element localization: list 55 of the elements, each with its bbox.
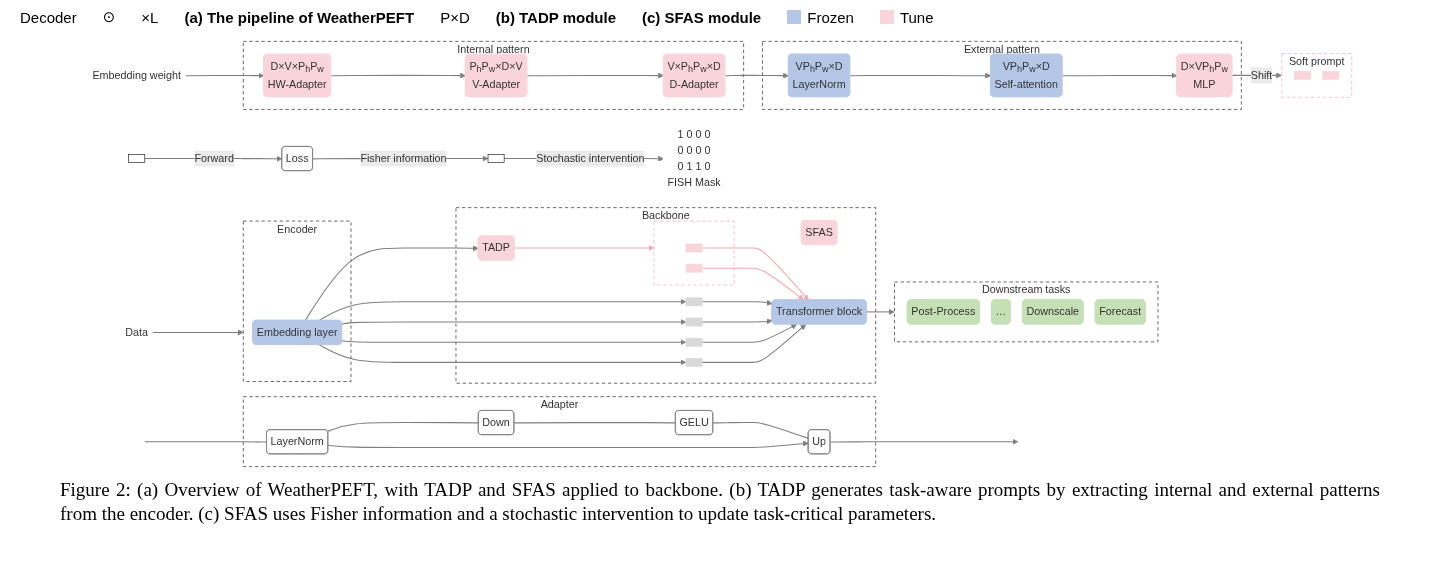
- arrow: [526, 72, 664, 79]
- node-box: [685, 297, 703, 307]
- annotation-text: P×D: [440, 8, 470, 26]
- node-text: 1 0 0 0 0 0 0 0 0 1 1 0 FISH Mask: [667, 128, 721, 189]
- arrow: [513, 245, 655, 251]
- annotation-text: ×L: [141, 8, 159, 26]
- arrow: [701, 324, 807, 363]
- edge-label: Stochastic intervention: [536, 152, 645, 164]
- arrow: [849, 72, 992, 79]
- arrow: [184, 72, 265, 79]
- figure-caption: Figure 2: (a) Overview of WeatherPEFT, with TADP and SFAS applied to backbone. (b) TADP generates task-aware prompts by extracting internal and external patterns from the encoder. (c) SFAS uses Fisher information and a stochastic intervention to update task-critical parameters.: [59, 478, 1381, 526]
- arrow: [701, 247, 809, 301]
- connector: [513, 422, 677, 424]
- panel-caption: (c) SFAS module: [642, 8, 762, 26]
- node-box: [1294, 71, 1311, 80]
- arrow: [318, 344, 687, 366]
- node-box: [487, 154, 505, 163]
- legend-label: Frozen: [807, 8, 854, 26]
- arrow: [327, 440, 809, 448]
- connector: [712, 422, 809, 439]
- node-box: [685, 263, 703, 273]
- annotation-text: Decoder: [20, 8, 77, 26]
- arrow: [701, 324, 797, 343]
- arrow: [304, 245, 479, 322]
- node-box: [128, 154, 146, 163]
- node-box: [685, 317, 703, 327]
- arrow: [829, 438, 1019, 445]
- edge-label: Fisher information: [360, 152, 447, 164]
- connector: [144, 441, 268, 443]
- annotation-text: ⊙: [102, 8, 116, 26]
- arrow: [330, 72, 466, 79]
- cluster: Soft prompt: [1281, 53, 1352, 98]
- arrow: [341, 319, 687, 325]
- arrow: [724, 72, 789, 79]
- arrow: [865, 308, 895, 315]
- edge-label: Shift: [1250, 69, 1273, 81]
- arrow: [701, 299, 773, 306]
- panel-caption: (a) The pipeline of WeatherPEFT: [184, 8, 415, 26]
- arrow: [701, 318, 773, 325]
- node-box: [1322, 71, 1340, 80]
- connector: [326, 422, 480, 432]
- node-text: Embedding weight: [92, 69, 181, 81]
- panel-caption: (b) TADP module: [495, 8, 617, 26]
- arrow: [318, 298, 687, 322]
- arrow: [151, 329, 244, 336]
- node-box: [685, 243, 703, 253]
- cluster: [653, 220, 735, 286]
- node-box: [685, 337, 703, 347]
- legend-label: Tune: [899, 8, 934, 26]
- arrow: [701, 267, 804, 301]
- arrow: [1061, 72, 1178, 79]
- edge-label: Forward: [194, 152, 234, 164]
- node-box: [685, 358, 703, 367]
- arrow: [341, 339, 687, 346]
- node-text: Data: [125, 326, 149, 338]
